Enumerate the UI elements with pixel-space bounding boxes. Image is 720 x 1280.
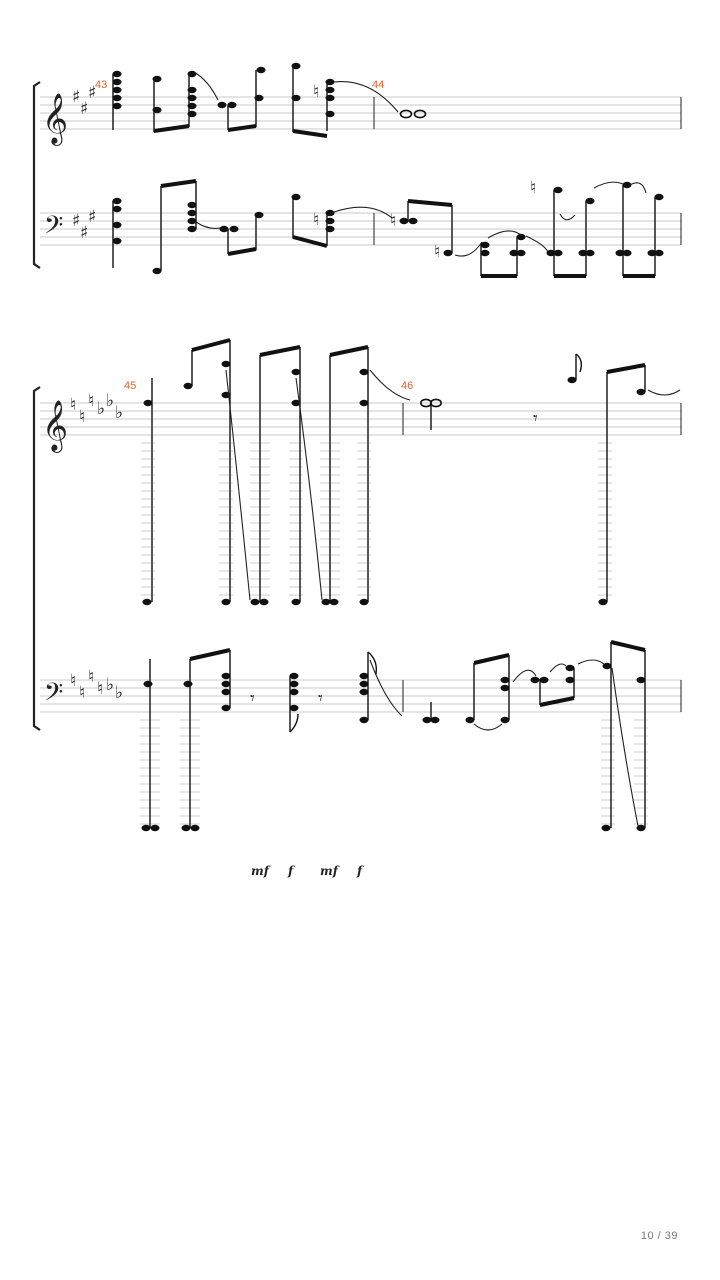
bass-beamed-group: ♮ ♮	[390, 199, 453, 262]
dynamic-marking: mf	[251, 864, 271, 878]
key-sig-natural: ♮	[79, 683, 85, 703]
ledger-lines	[141, 442, 612, 596]
eighth-rest-icon: 𝄾	[250, 688, 255, 709]
key-sig-flat: ♭	[97, 399, 105, 419]
treble-chord	[112, 70, 122, 130]
bass-chord	[112, 197, 122, 268]
key-sig-natural: ♮	[88, 667, 94, 687]
key-sig-sharp: ♯	[72, 87, 80, 107]
bass-staff-1	[40, 212, 681, 246]
treble-whole-notes	[399, 109, 427, 119]
measure-number: 46	[401, 380, 413, 392]
measure-number: 45	[124, 380, 136, 392]
treble-clef-icon: 𝄞	[42, 400, 68, 453]
system-bracket	[32, 81, 41, 269]
natural-sign: ♮	[390, 211, 396, 231]
key-sig-natural: ♮	[97, 679, 103, 699]
treble-beamed-group: ♮	[291, 62, 399, 138]
treble-clef-icon: 𝄞	[42, 93, 68, 146]
key-sig-sharp: ♯	[88, 207, 96, 227]
key-sig-flat: ♭	[115, 683, 123, 703]
measure-number: 44	[372, 79, 384, 91]
natural-sign: ♮	[434, 242, 440, 262]
system-2: 𝄞 𝄢 ♮ ♮ ♮ ♭ ♭ ♭ ♮ ♮ ♮ ♮ ♭ ♭ 45 46	[32, 338, 682, 878]
bass-notes: 𝄾 𝄾	[141, 648, 403, 832]
treble-notes	[142, 338, 411, 606]
bass-clef-icon: 𝄢	[44, 678, 63, 713]
natural-sign: ♮	[313, 210, 319, 230]
bass-notes	[422, 640, 646, 832]
measure-number: 43	[95, 79, 107, 91]
treble-notes: 𝄾	[419, 353, 681, 606]
key-sig-flat: ♭	[106, 391, 114, 411]
natural-sign: ♮	[313, 82, 319, 102]
eighth-rest-icon: 𝄾	[318, 688, 323, 709]
bass-beamed-group	[454, 230, 549, 278]
treble-staff-2	[40, 402, 681, 436]
eighth-rest-icon: 𝄾	[533, 408, 538, 429]
key-sig-natural: ♮	[88, 391, 94, 411]
dynamic-marking: f	[287, 864, 295, 878]
key-sig-sharp: ♯	[72, 211, 80, 231]
key-sig-sharp: ♯	[80, 223, 88, 243]
treble-beamed-group	[152, 70, 219, 133]
dynamic-marking: f	[356, 864, 364, 878]
page-number: 10 / 39	[640, 1230, 678, 1242]
key-sig-natural: ♮	[70, 671, 76, 691]
key-sig-flat: ♭	[106, 675, 114, 695]
key-sig-sharp: ♯	[88, 83, 96, 103]
key-sig-flat: ♭	[115, 403, 123, 423]
bass-beamed-group: ♮	[291, 193, 393, 248]
natural-sign: ♮	[530, 178, 536, 198]
bass-beamed-group	[615, 181, 664, 278]
dynamic-marking: mf	[320, 864, 340, 878]
bass-clef-icon: 𝄢	[44, 211, 63, 246]
key-sig-sharp: ♯	[80, 99, 88, 119]
treble-staff-1	[40, 96, 681, 130]
bass-beamed-group: ♮	[530, 178, 626, 278]
ledger-lines	[140, 719, 648, 825]
system-1: 𝄞 𝄢 ♯ ♯ ♯ ♯ ♯ ♯ 43 44	[32, 62, 682, 278]
dynamics: mf f mf f	[251, 864, 364, 878]
treble-beamed-group	[217, 66, 266, 132]
key-sig-natural: ♮	[79, 407, 85, 427]
key-sig-natural: ♮	[70, 395, 76, 415]
system-bracket	[32, 386, 41, 731]
bass-beamed-group	[152, 179, 264, 275]
